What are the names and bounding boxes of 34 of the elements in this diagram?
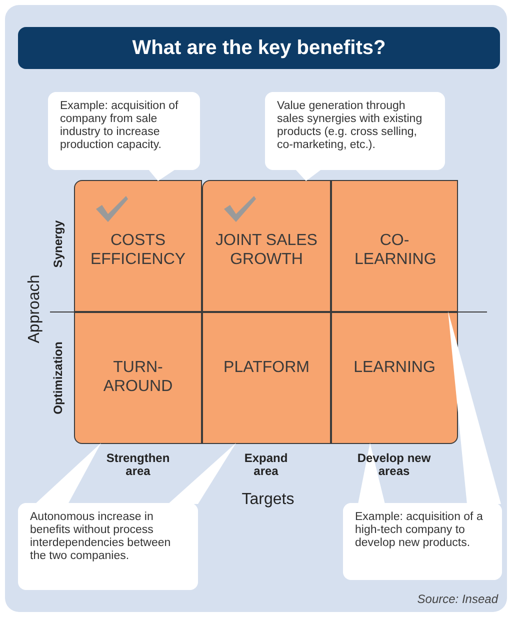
- callout-pointer: [358, 443, 385, 504]
- row-label: Synergy: [51, 219, 65, 270]
- axis-title: Approach: [26, 274, 44, 346]
- matrix-cell: [331, 312, 458, 444]
- callout-text: Example: acquisition of company from sale industry to increase production capacity.: [60, 100, 180, 152]
- cell-label: CO-LEARNING: [354, 231, 434, 269]
- callout-pointer: [168, 443, 236, 504]
- callout-bubble: [265, 92, 445, 170]
- callout-bubble: [48, 92, 200, 170]
- callout-pointer: [448, 311, 501, 504]
- source-note: Source: Insead: [416, 592, 498, 606]
- column-label: Strengthen area: [105, 452, 171, 478]
- callout-text: Autonomous increase in benefits without process interdependencies between the two companies.: [30, 511, 172, 563]
- column-label: Expand area: [243, 452, 289, 478]
- cell-label: COSTS EFFICIENCY: [89, 231, 187, 269]
- axis-title: Targets: [240, 491, 296, 509]
- cell-label: LEARNING: [352, 358, 436, 377]
- column-label: Develop new areas: [356, 452, 432, 478]
- callout-text: Example: acquisition of a high-tech company to develop new products.: [355, 511, 484, 550]
- cell-label: TURN-AROUND: [102, 358, 174, 396]
- callout-pointer: [35, 443, 101, 504]
- cell-label: PLATFORM: [222, 358, 310, 377]
- callout-bubble: [343, 503, 502, 580]
- matrix-cell: [74, 180, 202, 312]
- matrix-cell: [202, 312, 331, 444]
- row-label: Optimization: [51, 340, 65, 416]
- callout-pointer: [295, 169, 322, 181]
- matrix-cell: [74, 312, 202, 444]
- title-bar: What are the key benefits?: [18, 27, 500, 69]
- callout-text: Value generation through sales synergies with existing products (e.g. cross selling, co-marketing, etc.).: [277, 100, 424, 152]
- matrix-cell: [331, 180, 458, 312]
- cell-label: JOINT SALES GROWTH: [214, 231, 318, 269]
- callout-pointer: [148, 169, 176, 181]
- matrix-cell: [202, 180, 331, 312]
